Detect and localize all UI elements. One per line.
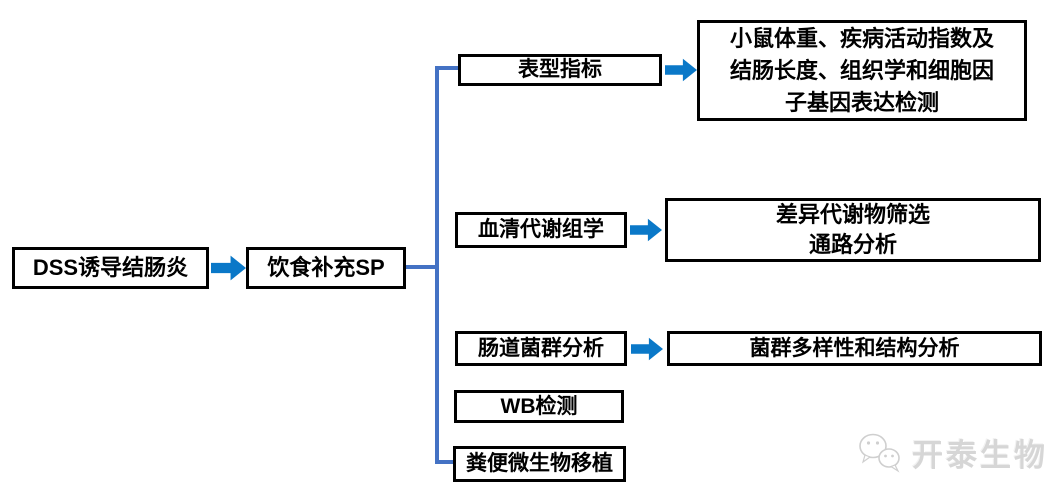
target-phenotype-line: 小鼠体重、疾病活动指数及 bbox=[729, 25, 994, 51]
wechat-chat-bubbles-icon bbox=[859, 433, 900, 473]
block-arrow-shape bbox=[665, 58, 697, 82]
branch-phenotype-label: 表型指标 bbox=[518, 58, 602, 82]
target-serum-line: 通路分析 bbox=[808, 232, 897, 257]
block-arrow-icon bbox=[665, 58, 697, 82]
watermark: 开泰生物 bbox=[856, 428, 1048, 476]
target-phenotype-box: 小鼠体重、疾病活动指数及 结肠长度、组织学和细胞因 子基因表达检测 bbox=[697, 20, 1027, 121]
block-arrow-icon bbox=[211, 255, 246, 281]
node-sp-label: 饮食补充SP bbox=[267, 254, 385, 280]
target-phenotype-line: 结肠长度、组织学和细胞因 bbox=[729, 57, 994, 83]
block-arrow-shape bbox=[631, 337, 663, 361]
branch-serum-box: 血清代谢组学 bbox=[455, 212, 627, 248]
connector-line-main bbox=[406, 265, 437, 269]
node-sp-supplement: 饮食补充SP bbox=[246, 247, 406, 289]
target-phenotype-line: 子基因表达检测 bbox=[784, 89, 939, 115]
connector-line-vertical bbox=[435, 66, 439, 464]
branch-wb-label: WB检测 bbox=[500, 394, 578, 418]
node-dss-colitis: DSS诱导结肠炎 bbox=[12, 247, 209, 289]
block-arrow-shape bbox=[211, 255, 246, 281]
block-arrow-icon bbox=[630, 218, 662, 242]
branch-gut-label: 肠道菌群分析 bbox=[478, 336, 604, 360]
watermark-text: 开泰生物 bbox=[912, 437, 1048, 473]
branch-fecal-label: 粪便微生物移植 bbox=[466, 452, 613, 476]
target-serum-box: 差异代谢物筛选 通路分析 bbox=[665, 198, 1041, 262]
branch-gut-box: 肠道菌群分析 bbox=[455, 331, 627, 366]
block-arrow-shape bbox=[630, 218, 662, 242]
block-arrow-icon bbox=[631, 337, 663, 361]
connector-line-top-stub bbox=[435, 66, 458, 70]
target-gut-line: 菌群多样性和结构分析 bbox=[749, 336, 960, 360]
branch-phenotype-box: 表型指标 bbox=[458, 54, 662, 86]
connector-line-bottom-stub bbox=[435, 460, 453, 464]
node-dss-label: DSS诱导结肠炎 bbox=[32, 254, 189, 280]
target-serum-line: 差异代谢物筛选 bbox=[775, 202, 930, 227]
branch-wb-box: WB检测 bbox=[454, 390, 624, 423]
branch-serum-label: 血清代谢组学 bbox=[478, 218, 604, 242]
branch-fecal-box: 粪便微生物移植 bbox=[453, 446, 626, 482]
target-gut-box: 菌群多样性和结构分析 bbox=[667, 331, 1042, 366]
